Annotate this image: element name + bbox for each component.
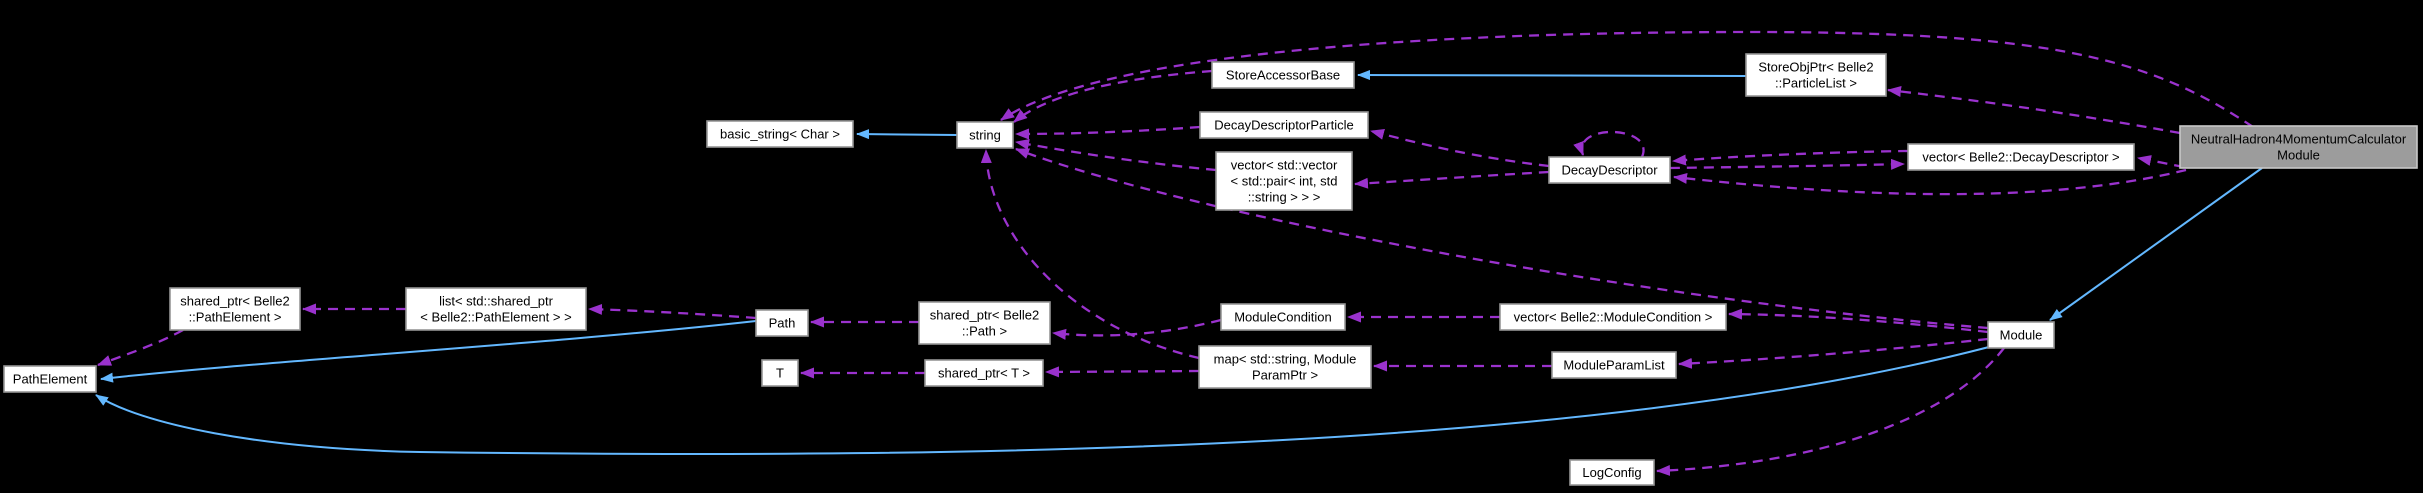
edge-module-to-vec_mc bbox=[1728, 308, 1989, 334]
edge-decay_descriptor-to-vec_dd bbox=[1669, 158, 1905, 170]
node-box-module_param_list[interactable] bbox=[1551, 351, 1677, 379]
edge-ddp-to-string bbox=[1015, 125, 1201, 140]
edge-store_accessor-to-string bbox=[1013, 69, 1213, 123]
node-module_condition[interactable]: ModuleCondition bbox=[1220, 303, 1346, 331]
node-box-sp_pathelement[interactable] bbox=[169, 287, 301, 331]
edge-nhmc-to-vec_dd bbox=[2137, 155, 2185, 169]
node-vec_dd[interactable]: vector< Belle2::DecayDescriptor > bbox=[1907, 143, 2135, 171]
edge-vec_dd-to-decay_descriptor bbox=[1672, 149, 1909, 166]
node-box-store_accessor[interactable] bbox=[1211, 61, 1355, 89]
edge-vec_pair-to-string bbox=[1015, 139, 1217, 172]
node-box-sp_t[interactable] bbox=[924, 359, 1044, 387]
nodes-layer: PathElement shared_ptr< Belle2::PathEleme… bbox=[3, 53, 2418, 486]
node-box-module[interactable] bbox=[1987, 321, 2055, 349]
node-sp_pathelement[interactable]: shared_ptr< Belle2::PathElement > bbox=[169, 287, 301, 331]
edge-map_param-to-string bbox=[980, 149, 1200, 360]
node-box-log_config[interactable] bbox=[1569, 459, 1655, 486]
edge-decay_descriptor-to-decay_descriptor bbox=[1573, 130, 1645, 158]
edge-map_param-to-sp_t bbox=[1045, 366, 1200, 378]
node-box-module_condition[interactable] bbox=[1220, 303, 1346, 331]
node-box-t[interactable] bbox=[761, 359, 799, 387]
node-box-path[interactable] bbox=[755, 309, 809, 337]
edge-module_condition-to-sp_path bbox=[1052, 318, 1222, 340]
edge-decay_descriptor-to-vec_pair bbox=[1354, 170, 1550, 189]
edge-module-to-string bbox=[1015, 147, 1989, 330]
node-t[interactable]: T bbox=[761, 359, 799, 387]
node-path[interactable]: Path bbox=[755, 309, 809, 337]
node-ddp[interactable]: DecayDescriptorParticle bbox=[1199, 111, 1369, 139]
node-box-map_param[interactable] bbox=[1198, 345, 1372, 389]
edge-sp_pathelement-to-path_element bbox=[97, 328, 184, 367]
node-store_accessor[interactable]: StoreAccessorBase bbox=[1211, 61, 1355, 89]
edge-nhmc-to-module bbox=[2049, 167, 2263, 321]
edge-nhmc-to-string bbox=[1000, 30, 2254, 128]
node-module_param_list[interactable]: ModuleParamList bbox=[1551, 351, 1677, 379]
node-sp_path[interactable]: shared_ptr< Belle2::Path > bbox=[918, 301, 1051, 345]
edge-path-to-list_sp bbox=[588, 303, 757, 320]
node-log_config[interactable]: LogConfig bbox=[1569, 459, 1655, 486]
node-string[interactable]: string bbox=[956, 121, 1014, 149]
node-box-path_element[interactable] bbox=[3, 365, 97, 393]
node-box-decay_descriptor[interactable] bbox=[1548, 156, 1671, 184]
node-vec_mc[interactable]: vector< Belle2::ModuleCondition > bbox=[1499, 303, 1727, 331]
node-module[interactable]: Module bbox=[1987, 321, 2055, 349]
node-box-nhmc[interactable] bbox=[2179, 125, 2418, 169]
node-list_sp[interactable]: list< std::shared_ptr< Belle2::PathEleme… bbox=[405, 287, 587, 331]
node-basic_string[interactable]: basic_string< Char > bbox=[706, 120, 854, 148]
node-box-list_sp[interactable] bbox=[405, 287, 587, 331]
edges-layer bbox=[95, 30, 2263, 476]
edge-module-to-path_element bbox=[95, 346, 1990, 456]
node-box-vec_dd[interactable] bbox=[1907, 143, 2135, 171]
edge-nhmc-to-store_objptr bbox=[1887, 86, 2181, 135]
node-store_objptr[interactable]: StoreObjPtr< Belle2::ParticleList > bbox=[1745, 53, 1887, 97]
edge-store_objptr-to-store_accessor bbox=[1357, 70, 1747, 81]
node-sp_t[interactable]: shared_ptr< T > bbox=[924, 359, 1044, 387]
edge-module-to-log_config bbox=[1656, 347, 2005, 476]
node-box-vec_mc[interactable] bbox=[1499, 303, 1727, 331]
node-box-sp_path[interactable] bbox=[918, 301, 1051, 345]
node-box-basic_string[interactable] bbox=[706, 120, 854, 148]
node-path_element[interactable]: PathElement bbox=[3, 365, 97, 393]
node-box-string[interactable] bbox=[956, 121, 1014, 149]
edge-nhmc-to-decay_descriptor bbox=[1673, 168, 2187, 196]
edge-path-to-path_element bbox=[100, 320, 757, 383]
edge-module-to-module_param_list bbox=[1678, 337, 1989, 369]
edge-decay_descriptor-to-ddp bbox=[1370, 129, 1550, 168]
node-box-vec_pair[interactable] bbox=[1215, 151, 1353, 211]
node-box-store_objptr[interactable] bbox=[1745, 53, 1887, 97]
node-box-ddp[interactable] bbox=[1199, 111, 1369, 139]
node-decay_descriptor[interactable]: DecayDescriptor bbox=[1548, 156, 1671, 184]
node-vec_pair[interactable]: vector< std::vector< std::pair< int, std… bbox=[1215, 151, 1353, 211]
edge-string-to-basic_string bbox=[856, 129, 958, 140]
